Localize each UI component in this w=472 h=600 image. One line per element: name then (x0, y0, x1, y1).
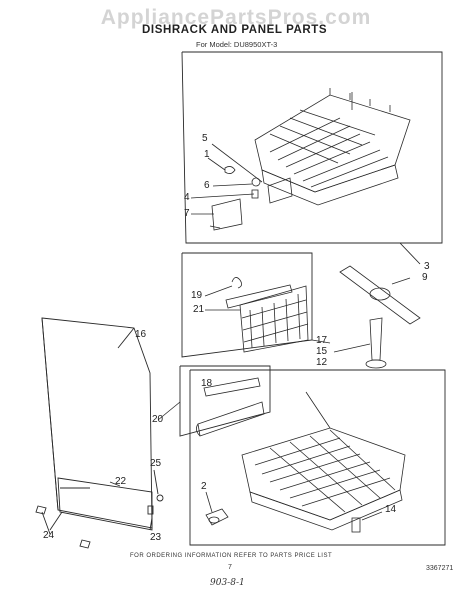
utensil-group-box (179, 365, 271, 437)
diagram-title: DISHRACK AND PANEL PARTS (142, 24, 328, 36)
rack-wheel-parts (205, 491, 383, 533)
callout-22: 22 (115, 476, 127, 487)
document-number: 3367271 (426, 565, 454, 572)
callout-20: 20 (152, 414, 164, 425)
model-line: For Model: DU8950XT-3 (196, 40, 278, 49)
callout-12: 12 (316, 357, 328, 368)
callout-1: 1 (204, 149, 210, 160)
panel-parts (204, 277, 331, 353)
ordering-note: FOR ORDERING INFORMATION REFER TO PARTS … (130, 553, 333, 559)
rack-adjuster-parts (190, 143, 293, 231)
lower-rack-group-box (189, 369, 446, 546)
callout-16: 16 (135, 329, 147, 340)
watermark: AppliancePartsPros.com (100, 6, 372, 29)
door-panel (35, 317, 164, 549)
callout-17: 17 (316, 335, 328, 346)
callout-18: 18 (201, 378, 213, 389)
callout-21: 21 (193, 304, 205, 315)
callout-5: 5 (202, 133, 208, 144)
callout-2: 2 (201, 481, 207, 492)
utensil-basket (157, 377, 265, 437)
callout-25: 25 (150, 458, 162, 469)
spray-arm (333, 265, 421, 369)
upper-rack-group-box (181, 51, 443, 244)
upper-dishrack (254, 88, 411, 206)
page-number: 7 (228, 564, 232, 571)
callout-23: 23 (150, 532, 162, 543)
callout-24: 24 (43, 530, 55, 541)
callout-4: 4 (184, 192, 190, 203)
lower-dishrack (241, 391, 406, 531)
handwritten-note: 903-8-1 (210, 578, 245, 588)
callout-19: 19 (191, 290, 203, 301)
callout-14: 14 (385, 504, 397, 515)
callout-9: 9 (422, 272, 428, 283)
callout-6: 6 (204, 180, 210, 191)
callout-3: 3 (424, 261, 430, 272)
callout-15: 15 (316, 346, 328, 357)
callout-7: 7 (184, 208, 190, 219)
leader-3 (399, 242, 421, 265)
